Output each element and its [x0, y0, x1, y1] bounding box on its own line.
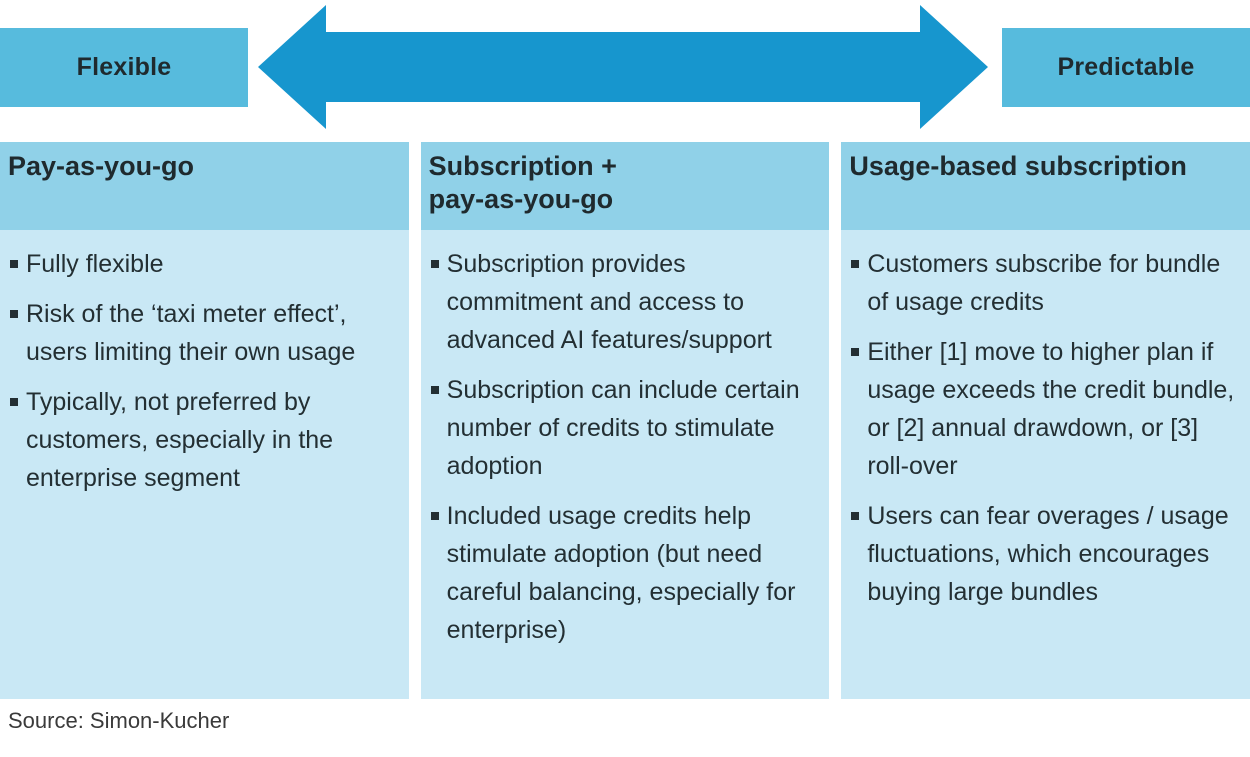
- predictable-label-box: Predictable: [1002, 28, 1250, 107]
- bullet-item: Typically, not preferred by customers, e…: [8, 383, 405, 497]
- column-header-usage-based-subscription: Usage-based subscription: [841, 142, 1250, 230]
- column-header-pay-as-you-go: Pay-as-you-go: [0, 142, 409, 230]
- bullet-item: Subscription can include certain number …: [429, 371, 826, 485]
- pricing-models-table: Pay-as-you-go Fully flexible Risk of the…: [0, 142, 1250, 699]
- bullet-item: Customers subscribe for bundle of usage …: [849, 245, 1246, 321]
- column-body-usage-based-subscription: Customers subscribe for bundle of usage …: [841, 230, 1250, 699]
- flexible-label-box: Flexible: [0, 28, 248, 107]
- bullet-item: Included usage credits help stimulate ad…: [429, 497, 826, 649]
- bullet-item: Fully flexible: [8, 245, 405, 283]
- bullet-list: Subscription provides commitment and acc…: [429, 245, 826, 649]
- column-subscription-plus-payg: Subscription + pay-as-you-go Subscriptio…: [420, 142, 830, 699]
- bullet-item: Users can fear overages / usage fluctuat…: [849, 497, 1246, 611]
- column-usage-based-subscription: Usage-based subscription Customers subsc…: [841, 142, 1250, 699]
- bullet-list: Fully flexible Risk of the ‘taxi meter e…: [8, 245, 405, 497]
- column-body-subscription-plus-payg: Subscription provides commitment and acc…: [420, 230, 830, 699]
- column-pay-as-you-go: Pay-as-you-go Fully flexible Risk of the…: [0, 142, 409, 699]
- double-headed-arrow-icon: [258, 5, 988, 129]
- column-body-pay-as-you-go: Fully flexible Risk of the ‘taxi meter e…: [0, 230, 409, 699]
- flexible-label: Flexible: [76, 53, 172, 81]
- bullet-item: Subscription provides commitment and acc…: [429, 245, 826, 359]
- source-note: Source: Simon-Kucher: [8, 708, 230, 733]
- column-header-subscription-plus-payg: Subscription + pay-as-you-go: [420, 142, 830, 230]
- bullet-item: Either [1] move to higher plan if usage …: [849, 333, 1246, 485]
- bullet-list: Customers subscribe for bundle of usage …: [849, 245, 1246, 611]
- predictable-label: Predictable: [1057, 53, 1195, 81]
- bullet-item: Risk of the ‘taxi meter effect’, users l…: [8, 295, 405, 371]
